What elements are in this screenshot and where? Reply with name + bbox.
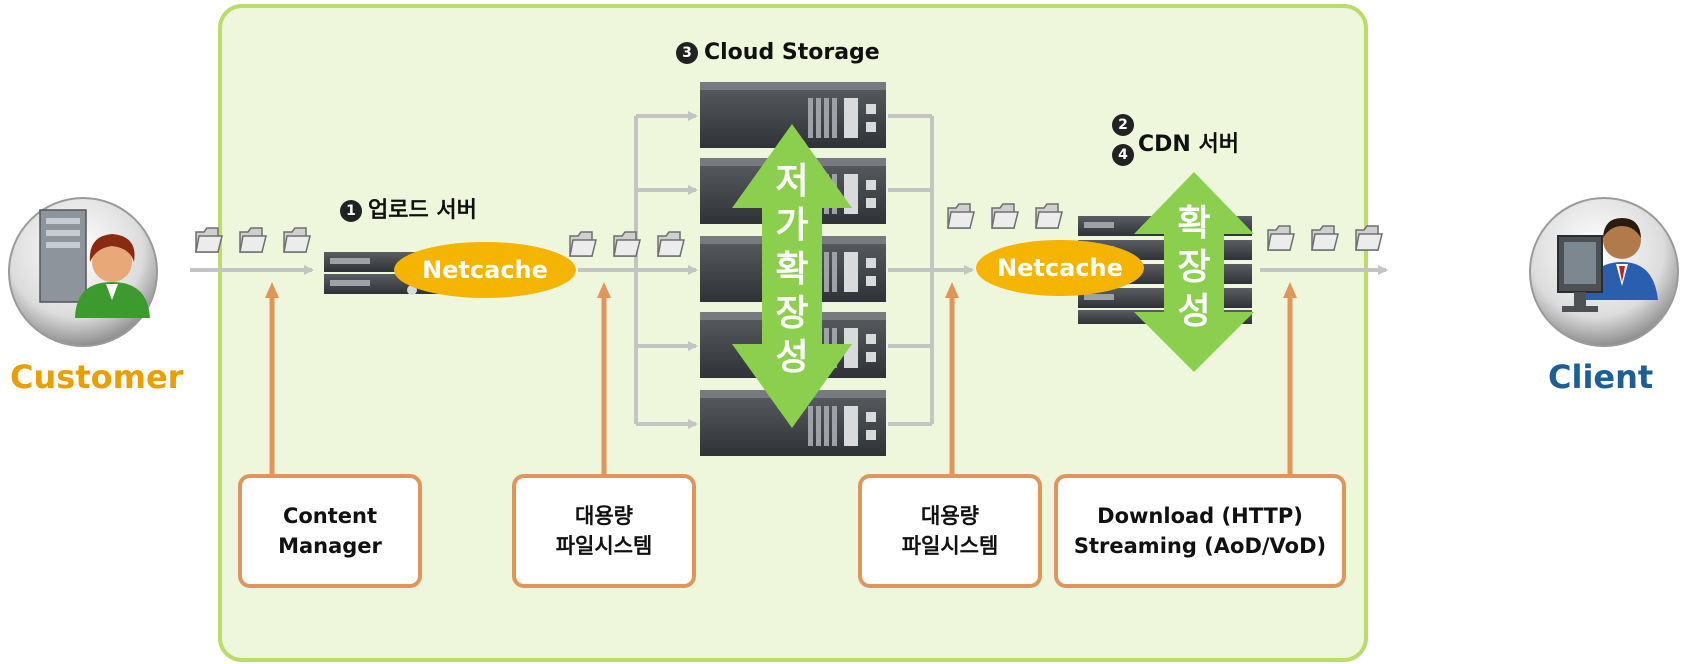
cloud-storage-label: 3 Cloud Storage — [676, 40, 880, 65]
netcache-left: Netcache — [394, 242, 576, 298]
box-line: 파일시스템 — [555, 534, 653, 558]
netcache-right: Netcache — [976, 240, 1144, 296]
storage-scale-arrow — [732, 124, 852, 428]
step-number: 1 — [340, 200, 362, 222]
storage-scale-text: 저 가 확 장 성 — [762, 160, 822, 380]
storage-scale-char: 저 — [775, 161, 809, 202]
client-icon — [1529, 197, 1679, 347]
step-number: 3 — [676, 42, 698, 64]
step-number: 2 — [1112, 114, 1134, 136]
cdn-scale-text: 확 장 성 — [1164, 202, 1224, 334]
orange-arrows — [265, 282, 1297, 474]
customer-icon — [8, 197, 158, 347]
cdn-server-label: 2 4 CDN 서버 — [1112, 114, 1302, 170]
cdn-scale-char: 성 — [1177, 291, 1211, 332]
customer-label: Customer — [10, 358, 184, 396]
cdn-server-text: CDN 서버 — [1138, 132, 1239, 157]
storage-scale-char: 가 — [775, 205, 809, 246]
filesystem-box-right: 대용량 파일시스템 — [858, 474, 1042, 588]
box-line: 파일시스템 — [901, 534, 999, 558]
box-line: Content — [282, 504, 378, 528]
box-line: Manager — [278, 534, 382, 558]
cdn-scale-char: 장 — [1177, 247, 1211, 288]
step-number: 4 — [1112, 144, 1134, 166]
box-line: 대용량 — [921, 504, 979, 528]
upload-server-label: 1 업로드 서버 — [340, 192, 477, 224]
content-manager-box: Content Manager — [238, 474, 422, 588]
box-line: Download (HTTP) — [1097, 504, 1303, 528]
storage-scale-char: 장 — [775, 293, 809, 334]
box-line: Streaming (AoD/VoD) — [1073, 534, 1327, 558]
download-box: Download (HTTP) Streaming (AoD/VoD) — [1054, 474, 1346, 588]
storage-scale-char: 확 — [775, 249, 809, 290]
flow-arrows — [190, 111, 1388, 429]
cdn-scale-char: 확 — [1177, 203, 1211, 244]
cdn-scale-arrow — [1134, 172, 1254, 372]
upload-server-text: 업로드 서버 — [368, 198, 477, 223]
client-label: Client — [1548, 358, 1654, 396]
box-line: 대용량 — [575, 504, 633, 528]
cloud-storage-text: Cloud Storage — [704, 40, 880, 65]
filesystem-box-left: 대용량 파일시스템 — [512, 474, 696, 588]
storage-scale-char: 성 — [775, 337, 809, 378]
